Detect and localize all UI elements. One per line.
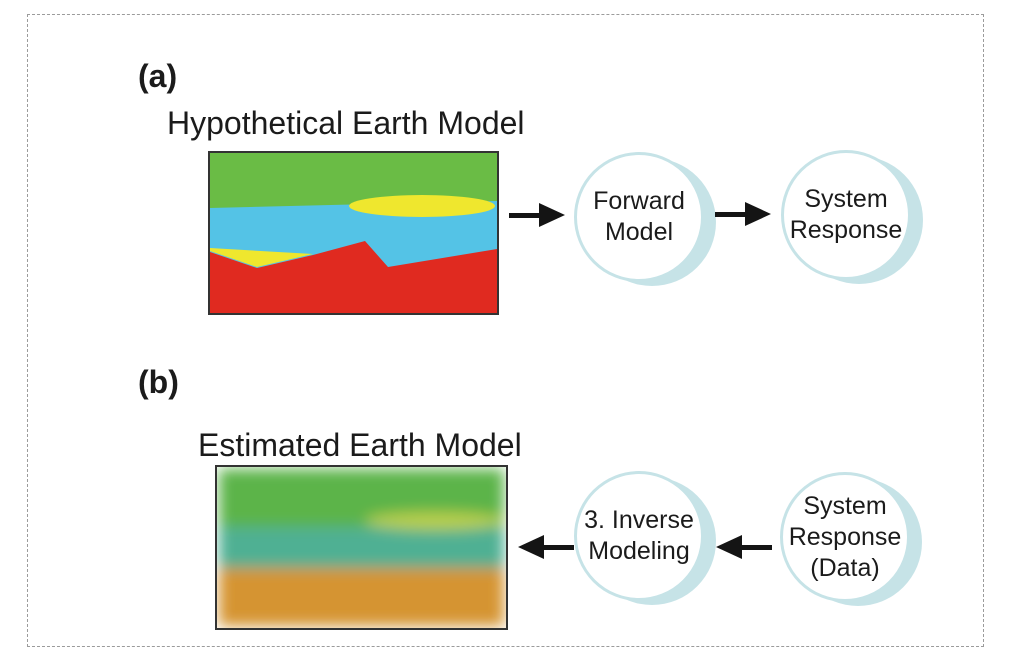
arrow-shaft [509,212,539,218]
node-system-response: System Response [781,150,911,280]
arrow-model-to-forward [509,203,565,227]
yellow-wedge [210,248,313,267]
arrow-response-to-inverse [716,535,772,559]
blur-layer-orange [219,568,504,626]
blur-olive-lens [365,512,505,530]
node-label-line: Response [789,216,903,244]
arrow-head-left-icon [518,535,544,559]
arrow-forward-to-response [715,202,771,226]
node-label-line: Response [788,522,902,551]
panel-a-title: Hypothetical Earth Model [167,105,525,141]
arrow-head-left-icon [716,535,742,559]
node-label-line: System [803,491,887,520]
arrow-inverse-to-model [518,535,574,559]
arrow-shaft [715,211,745,217]
panel-a-label: (a) [138,58,178,94]
arrow-head-right-icon [745,202,771,226]
estimated-earth-model-image [215,465,508,630]
diagram-frame: (a) Hypothetical Earth Model Forward Mod… [27,14,984,647]
panel-b-label: (b) [138,364,179,400]
node-label-line: (Data) [810,553,880,582]
panel-b-title: Estimated Earth Model [198,427,522,463]
node-system-response-data: System Response (Data) [780,472,910,602]
node-forward-model: Forward Model [574,152,704,282]
arrow-shaft [742,544,772,550]
node-label-line: 3. Inverse [584,506,694,534]
earth-model-b-svg [219,469,505,626]
yellow-lens [349,195,495,217]
node-label-line: System [804,185,888,213]
node-label-line: Model [604,218,674,246]
arrow-shaft [544,544,574,550]
hypothetical-earth-model-image [208,151,499,315]
layer-red [210,241,497,313]
node-label-line: Modeling [588,537,690,565]
node-inverse-modeling: 3. Inverse Modeling [574,471,704,601]
blur-layer-teal [219,527,504,572]
node-label-line: Forward [593,187,685,215]
arrow-head-right-icon [539,203,565,227]
earth-model-a-svg [210,153,497,313]
